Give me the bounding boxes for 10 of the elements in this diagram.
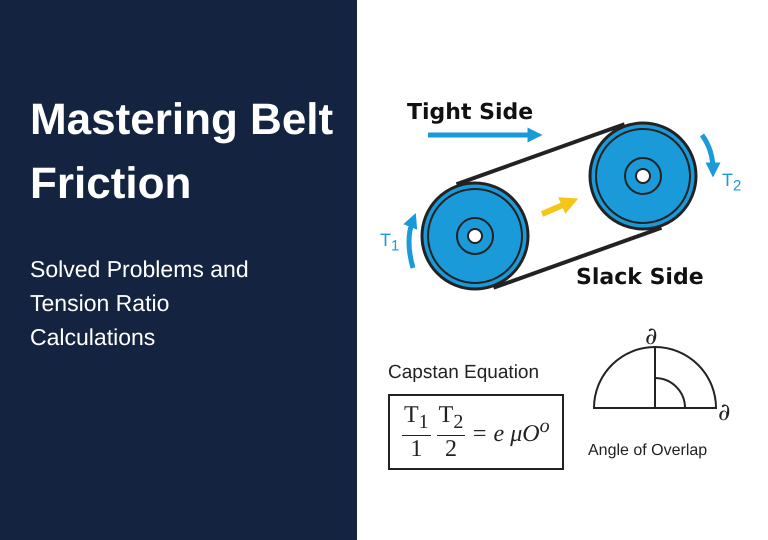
diagram-caption: Angle of Overlap bbox=[588, 442, 708, 460]
side-label: Tight Side bbox=[407, 100, 534, 125]
equation-heading: Capstan Equation bbox=[388, 362, 540, 384]
tension-label: T$_{2}$ bbox=[722, 170, 742, 195]
side-label: Slack Side bbox=[576, 265, 704, 290]
angle-symbol: ∂ bbox=[718, 398, 730, 426]
tension-label: T$_{1}$ bbox=[380, 230, 400, 255]
angle-symbol: ∂ bbox=[645, 322, 658, 350]
title: Mastering Belt Friction bbox=[30, 94, 334, 210]
subtitle: Solved Problems and Tension Ratio Calculations bbox=[30, 255, 250, 352]
